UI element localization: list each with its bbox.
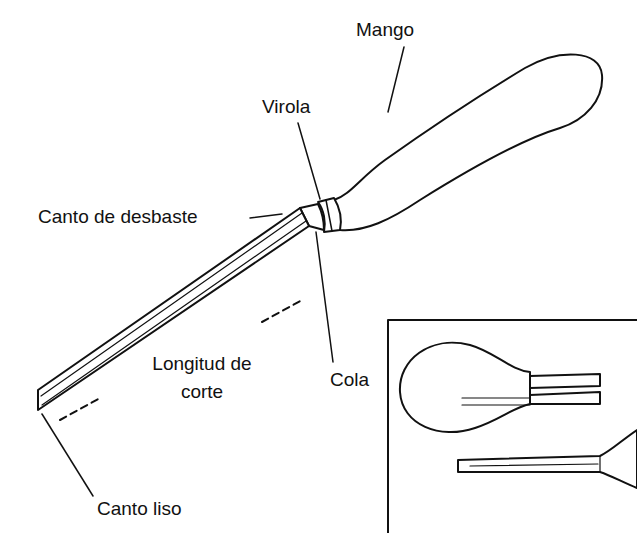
inset-frame [388,320,637,533]
leader-line [316,232,333,362]
inset-file [458,430,637,488]
part-label: Canto liso [97,495,182,523]
part-label: Mango [356,16,414,44]
part-label: Longitud de corte [150,350,254,405]
leader-line [42,414,93,496]
part-label: Canto de desbaste [38,203,198,231]
part-label: Cola [330,366,369,394]
inset-tang [530,392,600,404]
inset-handle [400,343,530,432]
dimension-dash [60,398,100,420]
dimension-dash [262,300,302,322]
leader-line [388,47,404,112]
part-label: Virola [262,93,310,121]
leader-line [250,214,282,218]
inset-tang [530,374,600,388]
leader-line [298,123,320,199]
file-handle [334,54,602,230]
file-blade [38,208,309,410]
